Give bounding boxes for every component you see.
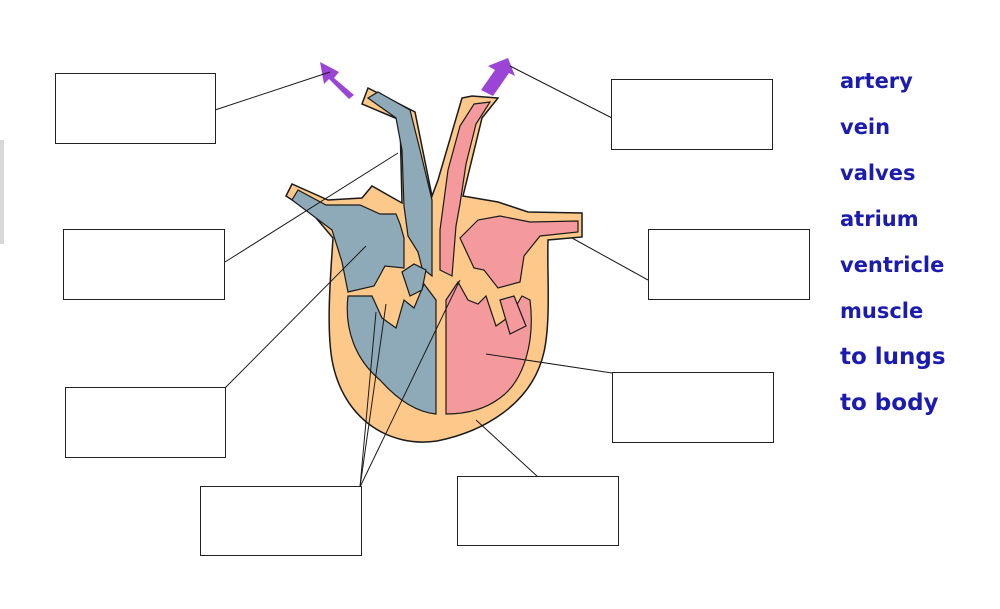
- label-box-top-left[interactable]: [55, 73, 216, 144]
- leader-bottom-left-a: [359, 303, 387, 488]
- word-to-body[interactable]: to body: [840, 390, 939, 416]
- leader-mid-right: [571, 237, 649, 281]
- word-muscle[interactable]: muscle: [840, 299, 924, 323]
- leader-bottom-left-b: [359, 311, 377, 488]
- right-ventricle: [346, 282, 437, 415]
- leader-bottom-right: [475, 419, 539, 478]
- leader-lower-left: [224, 245, 367, 389]
- right-ventricle-valve-pocket: [401, 263, 427, 297]
- word-bank: artery vein valves atrium ventricle musc…: [840, 58, 990, 426]
- left-valve-pocket: [499, 295, 527, 335]
- label-box-mid-right[interactable]: [648, 229, 810, 300]
- left-ventricle: [445, 280, 532, 415]
- arrow-up-icon: [320, 58, 515, 99]
- left-atrium: [459, 215, 579, 289]
- leader-mid-left: [224, 152, 399, 263]
- label-box-mid-left[interactable]: [63, 229, 225, 300]
- label-box-bottom-right[interactable]: [457, 476, 619, 546]
- word-ventricle[interactable]: ventricle: [840, 253, 945, 277]
- label-box-top-right[interactable]: [611, 79, 773, 150]
- label-box-bottom-left[interactable]: [200, 486, 362, 556]
- leader-top-left: [214, 71, 331, 111]
- leader-lines: [214, 65, 649, 488]
- word-to-lungs[interactable]: to lungs: [840, 344, 946, 370]
- word-atrium[interactable]: atrium: [840, 207, 919, 231]
- label-box-lower-left[interactable]: [65, 387, 226, 458]
- word-valves[interactable]: valves: [840, 161, 916, 185]
- leader-lower-right: [485, 353, 613, 374]
- leader-top-right: [509, 65, 613, 119]
- arrow-to-body-icon: [481, 58, 515, 96]
- pulmonary-vein: [439, 101, 492, 277]
- right-atrium: [291, 189, 405, 293]
- word-artery[interactable]: artery: [840, 69, 913, 93]
- label-box-lower-right[interactable]: [612, 372, 774, 443]
- word-vein[interactable]: vein: [840, 115, 891, 139]
- leader-bottom-left-c: [359, 279, 461, 488]
- left-edge-tab: [0, 140, 4, 244]
- arrow-to-lungs-icon: [320, 62, 354, 99]
